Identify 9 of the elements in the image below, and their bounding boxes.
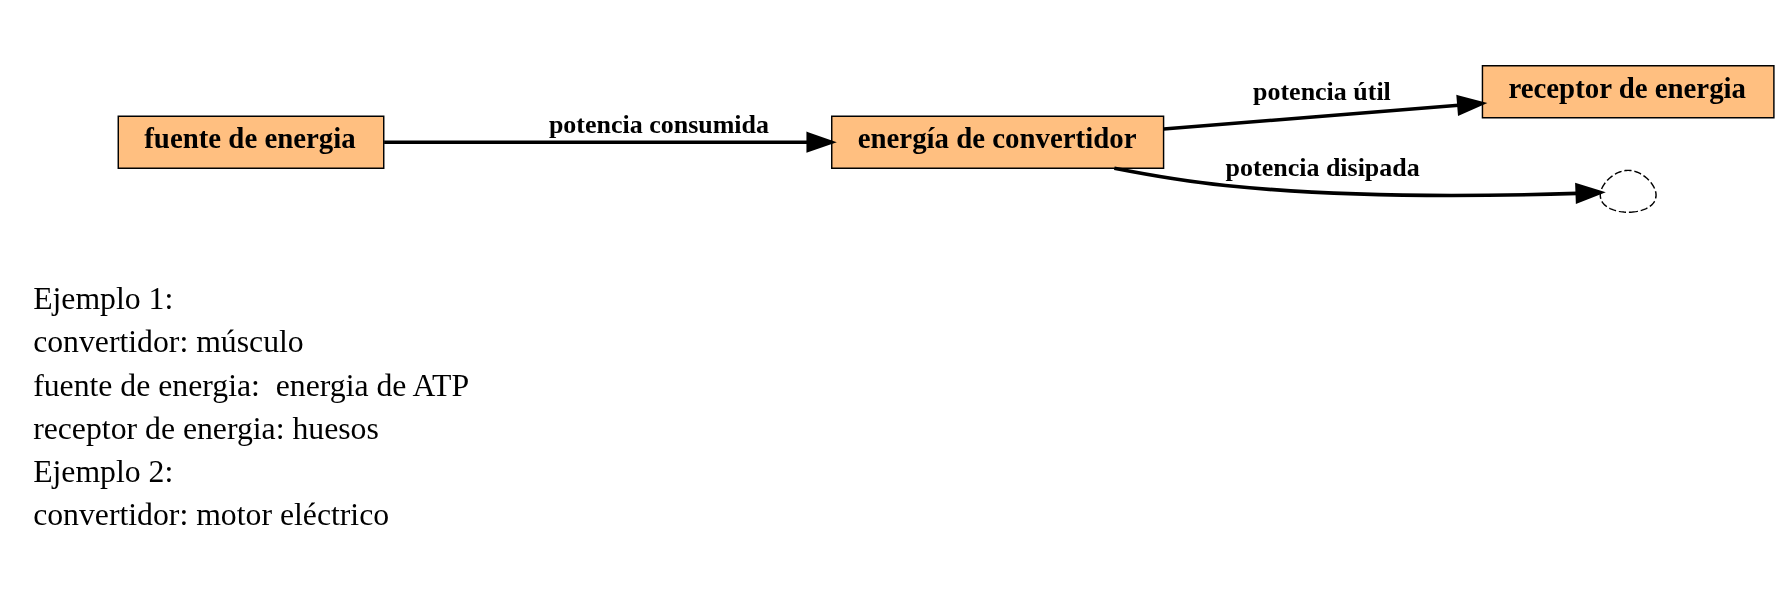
label: convertidor: motor eléctrico [33,496,390,532]
edge-label: potencia útil [1253,76,1391,106]
label: Ejemplo 1: [33,280,174,316]
label: fuente de energia: energia de ATP [33,367,470,403]
edge-label: potencia disipada [1225,152,1420,182]
label: convertidor: músculo [33,323,304,359]
edge-label: potencia consumida [548,109,769,139]
label: receptor de energia: huesos [33,410,379,446]
label: Ejemplo 2: [33,453,174,489]
